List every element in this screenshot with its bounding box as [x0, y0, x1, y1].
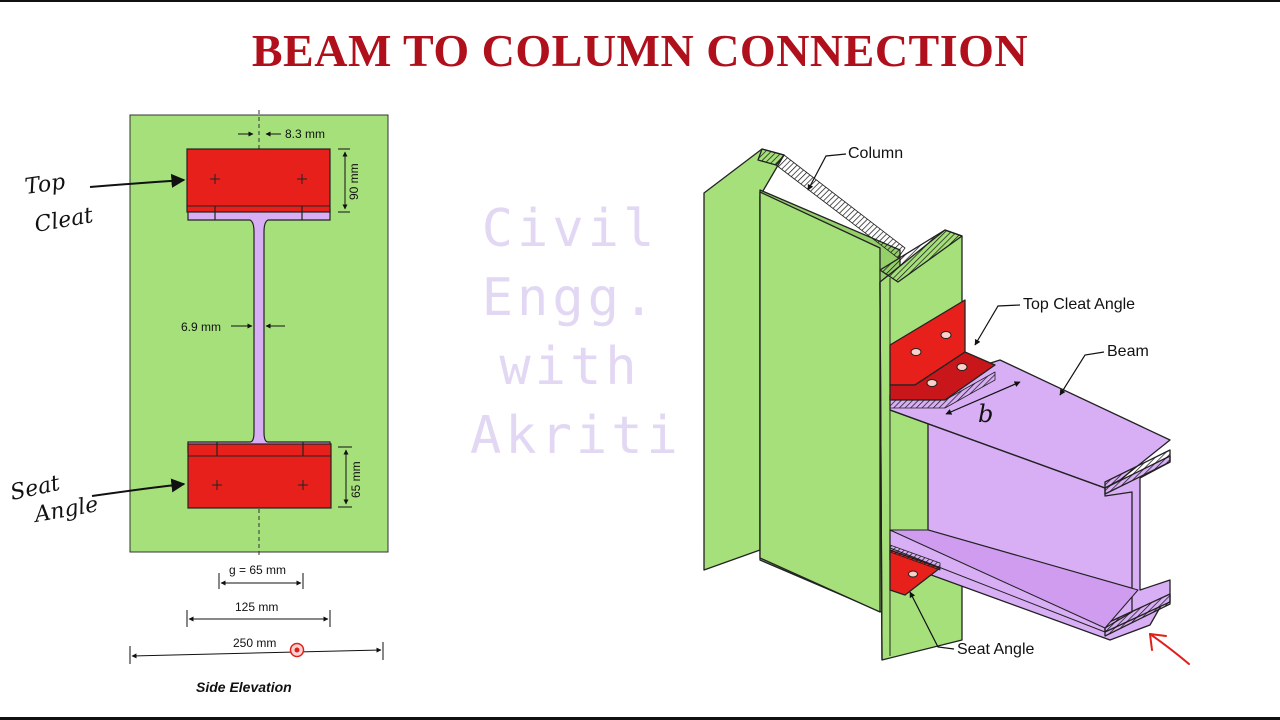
- side-elevation: 8.3 mm 90 mm 6.9 mm 65 mm g = 65 mm: [8, 110, 389, 695]
- dim-web-thickness: 6.9 mm: [181, 320, 285, 334]
- cursor-dot: [289, 642, 305, 658]
- dim-seat-angle-height: 65 mm: [338, 446, 363, 508]
- page-title: BEAM TO COLUMN CONNECTION: [251, 25, 1029, 76]
- dim-top-cleat-height: 90 mm: [338, 148, 361, 213]
- dim-125: 125 mm: [186, 600, 331, 627]
- top-cleat: [186, 148, 331, 213]
- side-elevation-caption: Side Elevation: [196, 679, 292, 695]
- dim-text: 250 mm: [233, 636, 276, 650]
- label-beam: Beam: [1107, 343, 1149, 360]
- dim-text: 125 mm: [235, 600, 278, 614]
- label-column: Column: [848, 145, 903, 162]
- isometric-view: [703, 148, 1171, 661]
- top-cleat-arrow: [89, 173, 186, 188]
- bolt-hole: [910, 331, 968, 387]
- dim-text: 90 mm: [347, 163, 361, 200]
- dim-gauge: g = 65 mm: [218, 563, 304, 589]
- watermark-line: with: [499, 337, 641, 397]
- watermark-line: Akriti: [470, 406, 682, 466]
- dim-text: g = 65 mm: [229, 563, 286, 577]
- bolt-mark: [212, 480, 308, 490]
- seat-angle-arrow: [91, 478, 186, 497]
- handwritten-cleat: Cleat: [33, 203, 95, 238]
- watermark-line: Engg.: [481, 268, 659, 328]
- label-seat-angle: Seat Angle: [957, 641, 1035, 658]
- handwritten-top: Top: [23, 170, 66, 200]
- dim-text: 6.9 mm: [181, 320, 221, 334]
- bolt-mark: [210, 174, 307, 184]
- label-b: b: [978, 400, 993, 428]
- dim-text: 65 mm: [349, 461, 363, 498]
- dim-text: 8.3 mm: [285, 127, 325, 141]
- b-dimension: [945, 381, 1021, 415]
- watermark-line: Civil: [481, 199, 659, 259]
- iso-labels: Column Top Cleat Angle Beam Seat Angle b: [807, 145, 1149, 658]
- bolt-hole: [908, 570, 918, 578]
- dim-flange-thickness: 8.3 mm: [238, 127, 325, 141]
- label-top-cleat-angle: Top Cleat Angle: [1023, 296, 1135, 313]
- dim-250: 250 mm: [129, 636, 384, 664]
- seat-angle: [187, 443, 332, 509]
- red-pointer-arrow: [1149, 633, 1190, 665]
- watermark: Civil Engg. with Akriti: [470, 195, 682, 471]
